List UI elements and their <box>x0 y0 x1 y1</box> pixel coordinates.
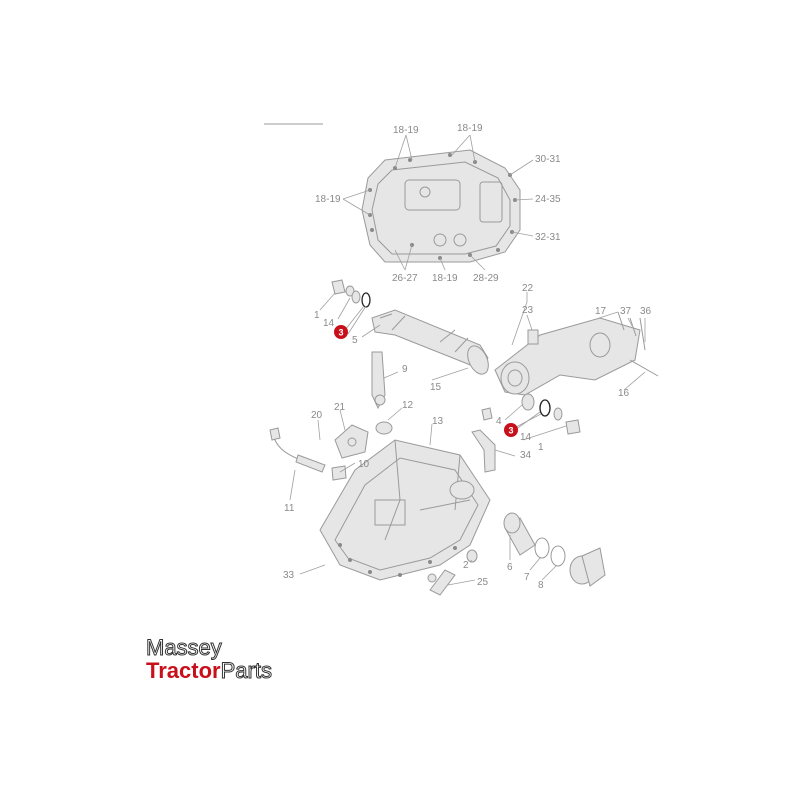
parts-right-cluster <box>481 393 581 435</box>
label-part-34: 34 <box>520 450 532 461</box>
label-top-cover-b2: 18-19 <box>432 273 458 284</box>
logo-line1: Massey <box>146 635 222 660</box>
label-top-cover-b3: 28-29 <box>473 273 499 284</box>
part-9-fitting <box>371 351 386 410</box>
part-2 <box>466 549 478 563</box>
label-part-14-b: 14 <box>520 432 532 443</box>
highlight-callout-b: 3 <box>504 413 542 437</box>
part-11-sensor <box>269 427 326 473</box>
part-7-ring <box>534 537 550 559</box>
label-part-13: 13 <box>432 416 444 427</box>
label-top-cover-tl: 18-19 <box>393 125 419 136</box>
label-top-cover-l1: 18-19 <box>315 194 341 205</box>
label-part-23: 23 <box>522 305 534 316</box>
label-part-4: 4 <box>496 416 502 427</box>
label-part-36: 36 <box>640 306 652 317</box>
label-part-14-a: 14 <box>323 318 335 329</box>
massey-tractor-parts-logo: Massey TractorParts <box>146 635 273 684</box>
label-part-15: 15 <box>430 382 442 393</box>
label-part-16: 16 <box>618 388 630 399</box>
shaft-bolt <box>331 279 361 304</box>
part-leader-lines <box>289 292 646 586</box>
part-25 <box>427 569 456 596</box>
label-top-cover-r2: 24-35 <box>535 194 561 205</box>
highlight-callout-a-text: 3 <box>338 328 343 338</box>
label-part-7: 7 <box>524 572 530 583</box>
part-34-bracket <box>471 429 496 473</box>
label-part-5: 5 <box>352 335 358 346</box>
label-part-25: 25 <box>477 577 489 588</box>
part-10 <box>331 465 347 481</box>
label-part-11: 11 <box>284 503 295 514</box>
label-part-1-b: 1 <box>538 442 544 453</box>
o-ring-a <box>361 292 371 308</box>
label-top-cover-r3: 32-31 <box>535 232 561 243</box>
label-top-cover-r1: 30-31 <box>535 154 561 165</box>
logo-line2-rest: Parts <box>221 658 272 683</box>
label-part-12: 12 <box>402 400 414 411</box>
part-12 <box>375 421 393 435</box>
label-part-8: 8 <box>538 580 544 591</box>
label-part-22: 22 <box>522 283 534 294</box>
top-cover-leaders <box>342 134 534 271</box>
logo-line2-red: Tractor <box>146 658 221 683</box>
o-ring-b <box>539 399 551 417</box>
part-21-bracket <box>334 424 369 459</box>
label-part-2: 2 <box>463 560 469 571</box>
label-part-1-a: 1 <box>314 310 320 321</box>
label-part-33: 33 <box>283 570 295 581</box>
label-part-6: 6 <box>507 562 513 573</box>
highlight-callout-a: 3 <box>334 305 365 339</box>
top-cover-plate <box>361 149 521 263</box>
lift-arm <box>494 311 659 396</box>
label-part-37: 37 <box>620 306 632 317</box>
label-part-17: 17 <box>595 306 607 317</box>
label-part-20: 20 <box>311 410 323 421</box>
label-part-9: 9 <box>402 364 408 375</box>
part-6-bushing <box>503 512 536 556</box>
label-top-cover-b1: 26-27 <box>392 273 418 284</box>
logo-line2: TractorParts <box>146 658 272 683</box>
part-8-ring <box>550 545 566 567</box>
lift-shaft <box>371 309 489 375</box>
highlight-callout-b-text: 3 <box>508 426 513 436</box>
label-part-10: 10 <box>358 459 370 470</box>
main-housing <box>319 439 491 581</box>
label-top-cover-tr: 18-19 <box>457 123 483 134</box>
end-cap <box>569 547 606 587</box>
label-part-21: 21 <box>334 402 346 413</box>
